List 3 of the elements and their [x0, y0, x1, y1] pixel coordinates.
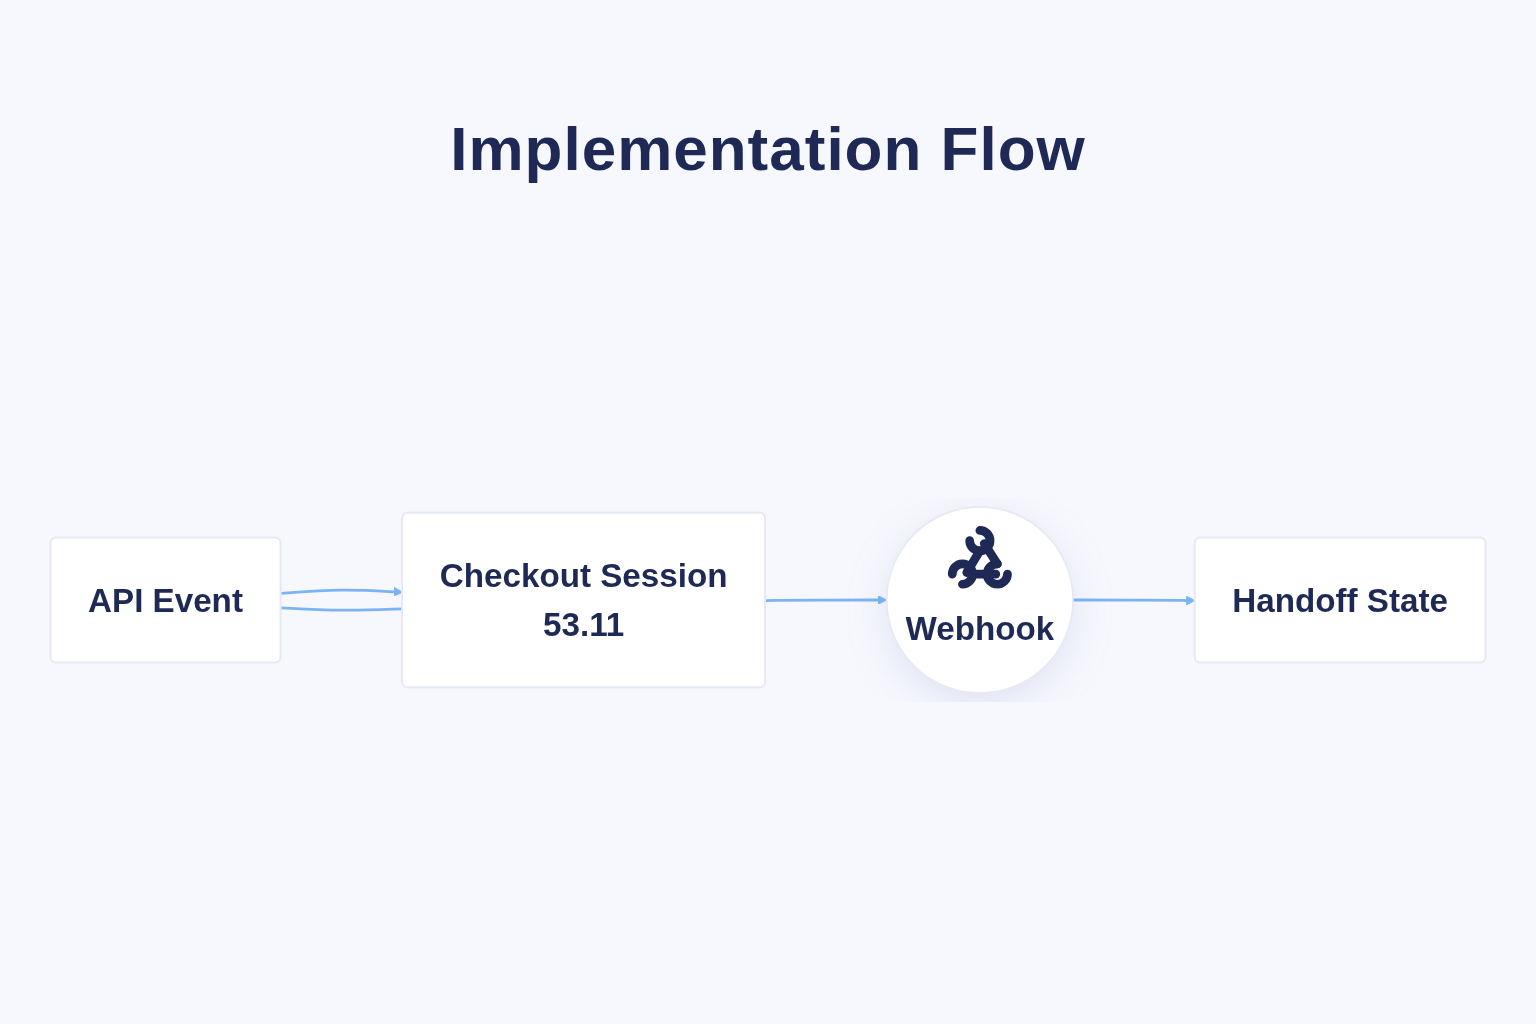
connector — [281, 606, 403, 612]
node-circle: Webhook — [885, 506, 1074, 694]
diagram-title: Implementation Flow — [450, 115, 1086, 184]
